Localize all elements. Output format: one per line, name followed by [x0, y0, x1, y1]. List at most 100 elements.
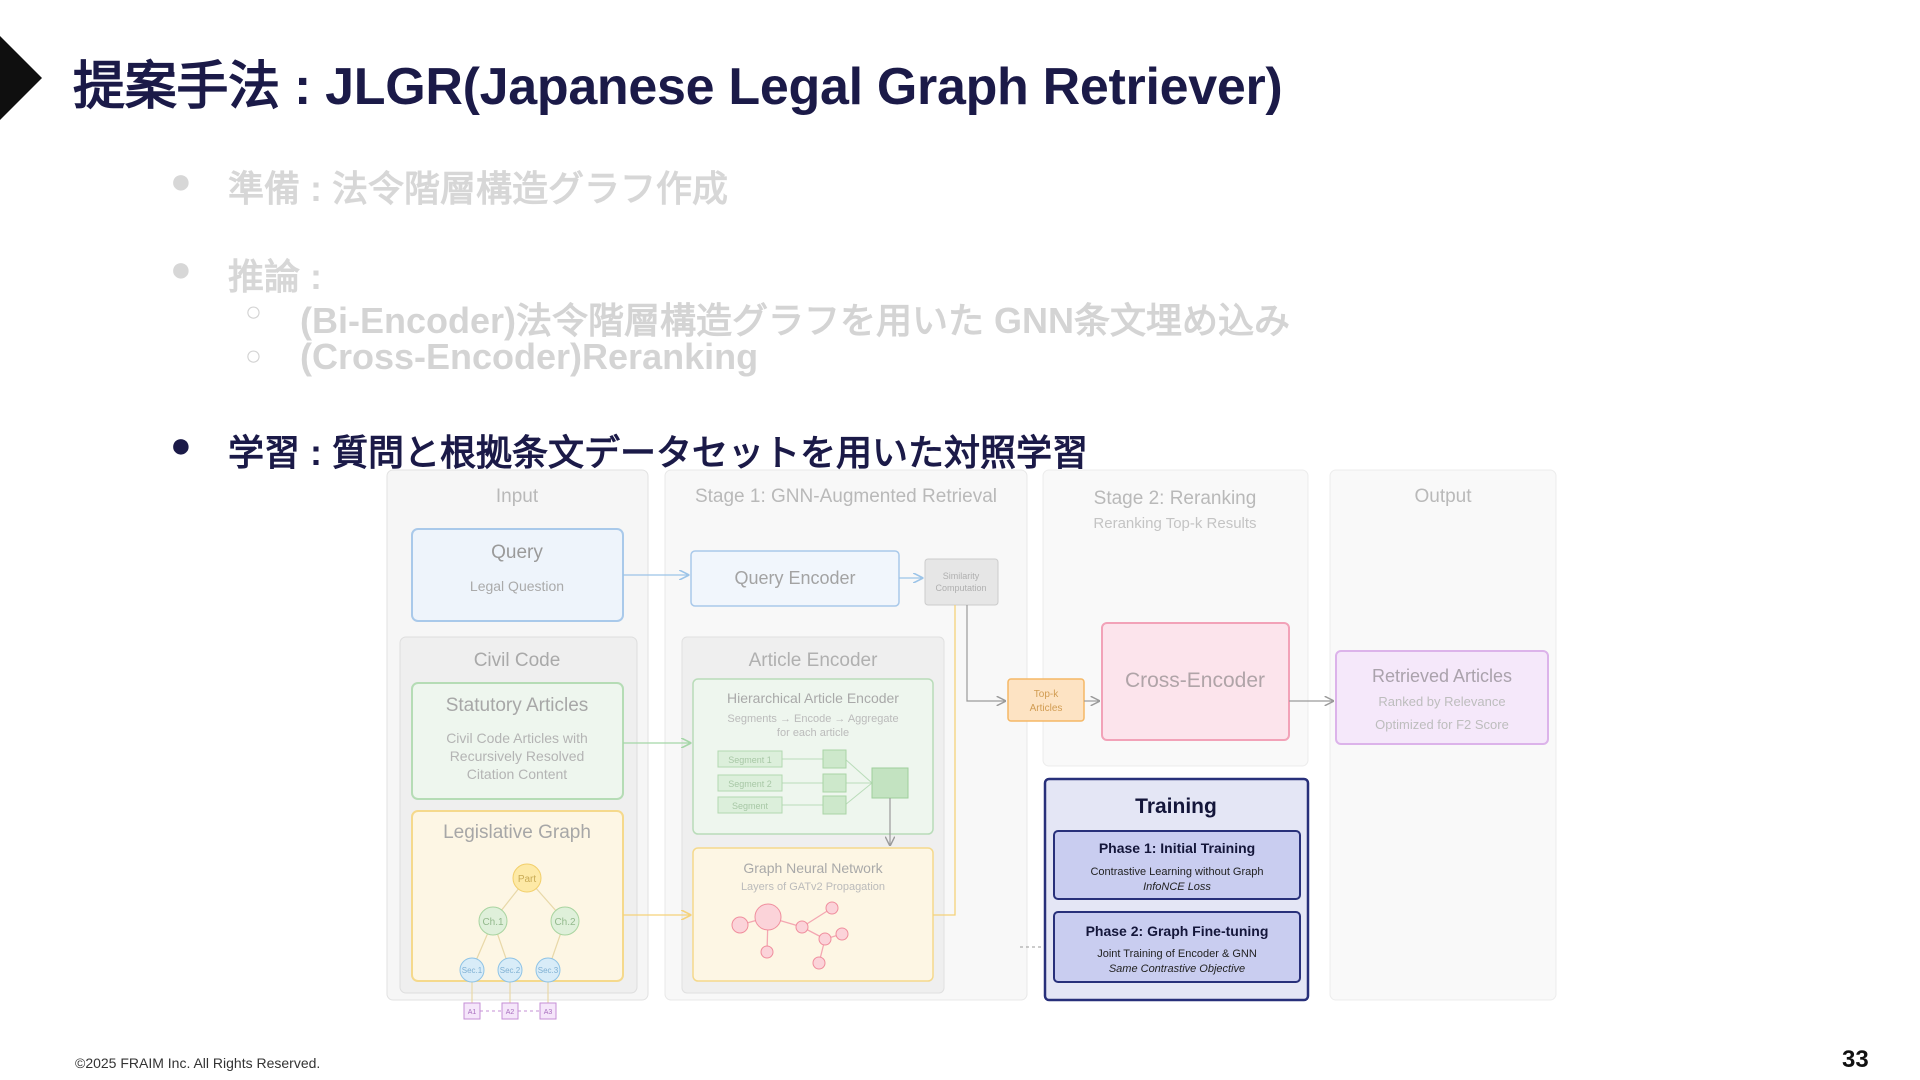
gnn-node — [835, 927, 849, 941]
article-encoder-title: Article Encoder — [749, 650, 879, 671]
graph-node-ch1-label: Ch.1 — [482, 917, 504, 928]
statutory-line-2: Recursively Resolved — [450, 748, 585, 764]
sub-bullet-ring: ○ — [245, 340, 262, 371]
graph-node-sec2-label: Sec.2 — [500, 966, 521, 975]
cross-encoder-box — [1101, 622, 1290, 741]
graph-article-a2 — [501, 1002, 519, 1020]
graph-article-a1-label: A1 — [468, 1009, 477, 1016]
graph-node-sec1 — [459, 957, 485, 983]
segment-encode-3 — [822, 795, 847, 815]
aggregate-box — [871, 767, 909, 799]
sub-bullet-bi-encoder: ○ (Bi-Encoder)法令階層構造グラフを用いた GNN条文埋め込み — [245, 292, 1291, 344]
bullet-inference-label: 推論 : — [228, 256, 322, 297]
retrieved-articles-title: Retrieved Articles — [1372, 666, 1512, 686]
retrieved-line-1: Ranked by Relevance — [1378, 694, 1505, 709]
gnn-to-similarity-line — [933, 605, 956, 916]
segment-2-box — [717, 774, 783, 792]
graph-node-sec3-label: Sec.3 — [538, 966, 559, 975]
statutory-articles-box — [411, 682, 624, 800]
gnn-node — [795, 920, 809, 934]
phase1-line-2: InfoNCE Loss — [1143, 881, 1211, 893]
statutory-line-3: Citation Content — [467, 766, 568, 782]
graph-node-sec1-label: Sec.1 — [462, 966, 483, 975]
phase2-line-2: Same Contrastive Objective — [1109, 963, 1245, 975]
graph-node-ch2-label: Ch.2 — [554, 917, 576, 928]
query-subtitle: Legal Question — [470, 578, 564, 594]
legislative-graph-box — [411, 810, 624, 982]
segment-encode-2 — [822, 773, 847, 793]
graph-article-a1 — [463, 1002, 481, 1020]
hierarchical-encoder-title: Hierarchical Article Encoder — [727, 690, 899, 706]
graph-node-sec3 — [535, 957, 561, 983]
retrieved-articles-box — [1335, 650, 1549, 745]
sub-bullet-cross-encoder: ○ (Cross-Encoder)Reranking — [245, 336, 759, 378]
phase1-box — [1053, 830, 1301, 900]
segment-3-box — [717, 796, 783, 814]
gnn-node — [818, 932, 832, 946]
similarity-computation-box — [924, 558, 999, 606]
output-title: Output — [1414, 486, 1472, 507]
segment-connectors — [782, 758, 873, 806]
segment-2-label: Segment 2 — [728, 779, 772, 789]
bullet-dot: ● — [170, 160, 192, 201]
sub-bullet-bi-encoder-label: (Bi-Encoder)法令階層構造グラフを用いた GNN条文埋め込み — [300, 300, 1291, 341]
phase2-box — [1053, 911, 1301, 983]
graph-node-ch2 — [550, 906, 580, 936]
hierarchical-line-1: Segments → Encode → Aggregate — [727, 713, 898, 725]
gnn-node — [825, 901, 839, 915]
gnn-node — [731, 916, 749, 934]
bullet-preparation-label: 準備 : 法令階層構造グラフ作成 — [228, 168, 728, 209]
bullet-preparation: ● 準備 : 法令階層構造グラフ作成 — [170, 160, 728, 212]
similarity-line-1: Similarity — [943, 571, 980, 581]
phase2-line-1: Joint Training of Encoder & GNN — [1097, 948, 1257, 960]
gnn-node-center — [754, 903, 782, 931]
legislative-graph-title: Legislative Graph — [443, 822, 591, 843]
segment-encode-1 — [822, 749, 847, 769]
gnn-node — [760, 945, 774, 959]
retrieved-line-2: Optimized for F2 Score — [1375, 717, 1509, 732]
sub-bullet-cross-encoder-label: (Cross-Encoder)Reranking — [300, 336, 759, 377]
stage1-title: Stage 1: GNN-Augmented Retrieval — [695, 486, 997, 507]
gnn-subtitle: Layers of GATv2 Propagation — [741, 881, 885, 893]
copyright-notice: ©2025 FRAIM Inc. All Rights Reserved. — [75, 1055, 321, 1071]
gnn-node — [812, 956, 826, 970]
bullet-training: ● 学習 : 質問と根拠条文データセットを用いた対照学習 — [170, 424, 1088, 476]
segment-1-label: Segment 1 — [728, 755, 772, 765]
page-number: 33 — [1842, 1046, 1869, 1073]
statutory-articles-title: Statutory Articles — [446, 695, 589, 716]
bullet-dot: ● — [170, 424, 192, 465]
graph-node-part — [512, 863, 542, 893]
graph-article-a3-label: A3 — [544, 1009, 553, 1016]
segment-1-box — [717, 750, 783, 768]
bullet-inference: ● 推論 : — [170, 248, 322, 300]
topk-line-2: Articles — [1030, 703, 1063, 714]
input-title: Input — [496, 486, 539, 507]
gnn-title: Graph Neural Network — [743, 860, 883, 876]
graph-node-sec2 — [497, 957, 523, 983]
architecture-diagram: Input Stage 1: GNN-Augmented Retrieval S… — [386, 469, 1557, 1020]
stage2-subtitle: Reranking Top-k Results — [1093, 515, 1256, 532]
corner-chevron-mark — [0, 36, 42, 120]
graph-article-a2-label: A2 — [506, 1009, 515, 1016]
phase1-line-1: Contrastive Learning without Graph — [1090, 866, 1263, 878]
topk-articles-box — [1007, 678, 1085, 722]
training-title: Training — [1135, 795, 1217, 818]
graph-article-a3 — [539, 1002, 557, 1020]
stage2-title: Stage 2: Reranking — [1094, 488, 1257, 509]
slide-title: 提案手法 : JLGR(Japanese Legal Graph Retriev… — [73, 58, 1283, 116]
statutory-line-1: Civil Code Articles with — [446, 730, 588, 746]
query-title: Query — [491, 542, 543, 563]
similarity-to-topk-arrow — [966, 605, 1005, 701]
segment-3-label: Segment — [732, 801, 769, 811]
graph-node-ch1 — [478, 906, 508, 936]
bullet-dot: ● — [170, 248, 192, 289]
hierarchical-line-2: for each article — [777, 727, 849, 739]
cross-encoder-label: Cross-Encoder — [1125, 669, 1265, 692]
phase1-title: Phase 1: Initial Training — [1099, 840, 1255, 856]
graph-node-part-label: Part — [518, 874, 537, 885]
sub-bullet-ring: ○ — [245, 296, 262, 327]
similarity-line-2: Computation — [935, 583, 986, 593]
query-encoder-label: Query Encoder — [734, 568, 855, 588]
phase2-title: Phase 2: Graph Fine-tuning — [1086, 923, 1269, 939]
topk-line-1: Top-k — [1034, 689, 1059, 700]
